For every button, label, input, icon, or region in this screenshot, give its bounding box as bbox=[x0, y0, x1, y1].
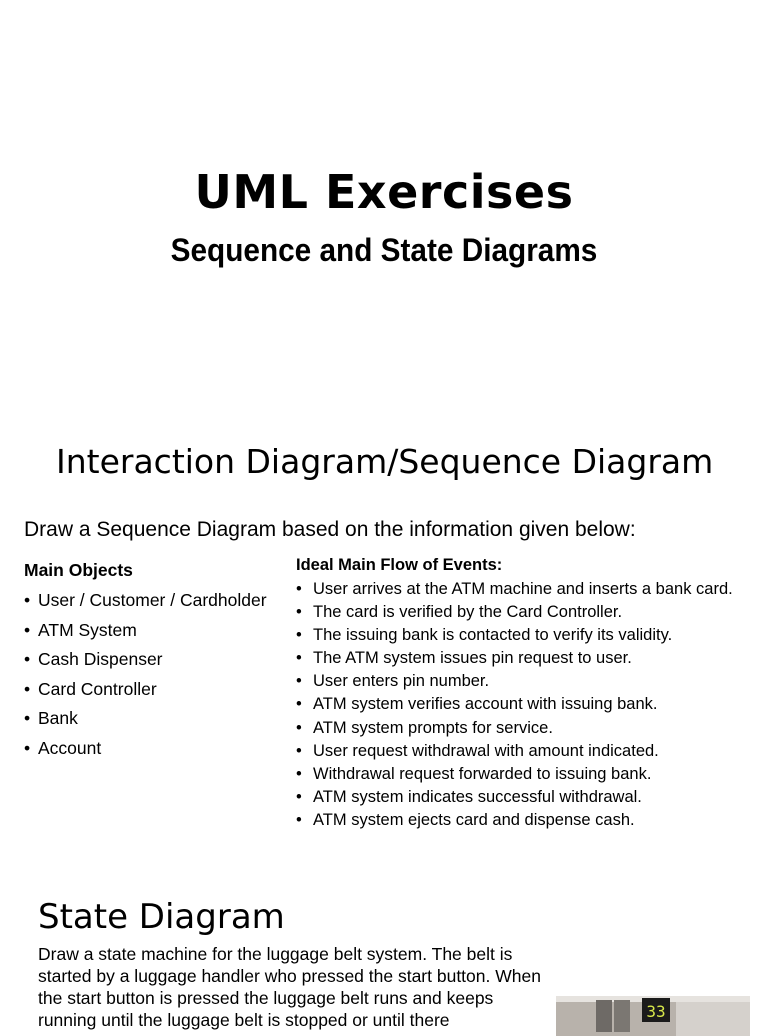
list-item: User arrives at the ATM machine and inse… bbox=[296, 578, 766, 601]
list-item: Cash Dispenser bbox=[24, 648, 274, 670]
state-diagram-instructions: Draw a state machine for the luggage bel… bbox=[38, 944, 541, 1030]
luggage-belt-photo-graphic: 33 bbox=[556, 996, 750, 1036]
flow-of-events-heading: Ideal Main Flow of Events: bbox=[296, 556, 503, 574]
display-sign-number: 33 bbox=[646, 1002, 665, 1021]
list-item: ATM System bbox=[24, 619, 274, 641]
main-objects-heading: Main Objects bbox=[24, 560, 133, 580]
slide-title: UML Exercises bbox=[194, 165, 574, 219]
list-item: Card Controller bbox=[24, 678, 274, 700]
list-item: The ATM system issues pin request to use… bbox=[296, 647, 766, 670]
main-objects-list: User / Customer / Cardholder ATM System … bbox=[24, 589, 274, 767]
section-title-sequence: Interaction Diagram/Sequence Diagram bbox=[56, 442, 714, 481]
list-item: The issuing bank is contacted to verify … bbox=[296, 624, 766, 647]
list-item: The card is verified by the Card Control… bbox=[296, 601, 766, 624]
slide-subtitle: Sequence and State Diagrams bbox=[170, 232, 598, 268]
list-item: ATM system prompts for service. bbox=[296, 717, 766, 740]
list-item: ATM system indicates successful withdraw… bbox=[296, 786, 766, 809]
flow-of-events-list: User arrives at the ATM machine and inse… bbox=[296, 578, 766, 832]
list-item: ATM system ejects card and dispense cash… bbox=[296, 809, 766, 832]
list-item: Account bbox=[24, 737, 274, 759]
list-item: User request withdrawal with amount indi… bbox=[296, 740, 766, 763]
luggage-belt-photo: 33 bbox=[556, 996, 750, 1036]
section-title-state: State Diagram bbox=[38, 897, 285, 937]
list-item: Bank bbox=[24, 707, 274, 729]
exercise-instructions: Draw a Sequence Diagram based on the inf… bbox=[24, 518, 636, 541]
list-item: Withdrawal request forwarded to issuing … bbox=[296, 763, 766, 786]
display-sign bbox=[642, 998, 670, 1022]
list-item: User / Customer / Cardholder bbox=[24, 589, 274, 611]
list-item: ATM system verifies account with issuing… bbox=[296, 693, 766, 716]
list-item: User enters pin number. bbox=[296, 670, 766, 693]
